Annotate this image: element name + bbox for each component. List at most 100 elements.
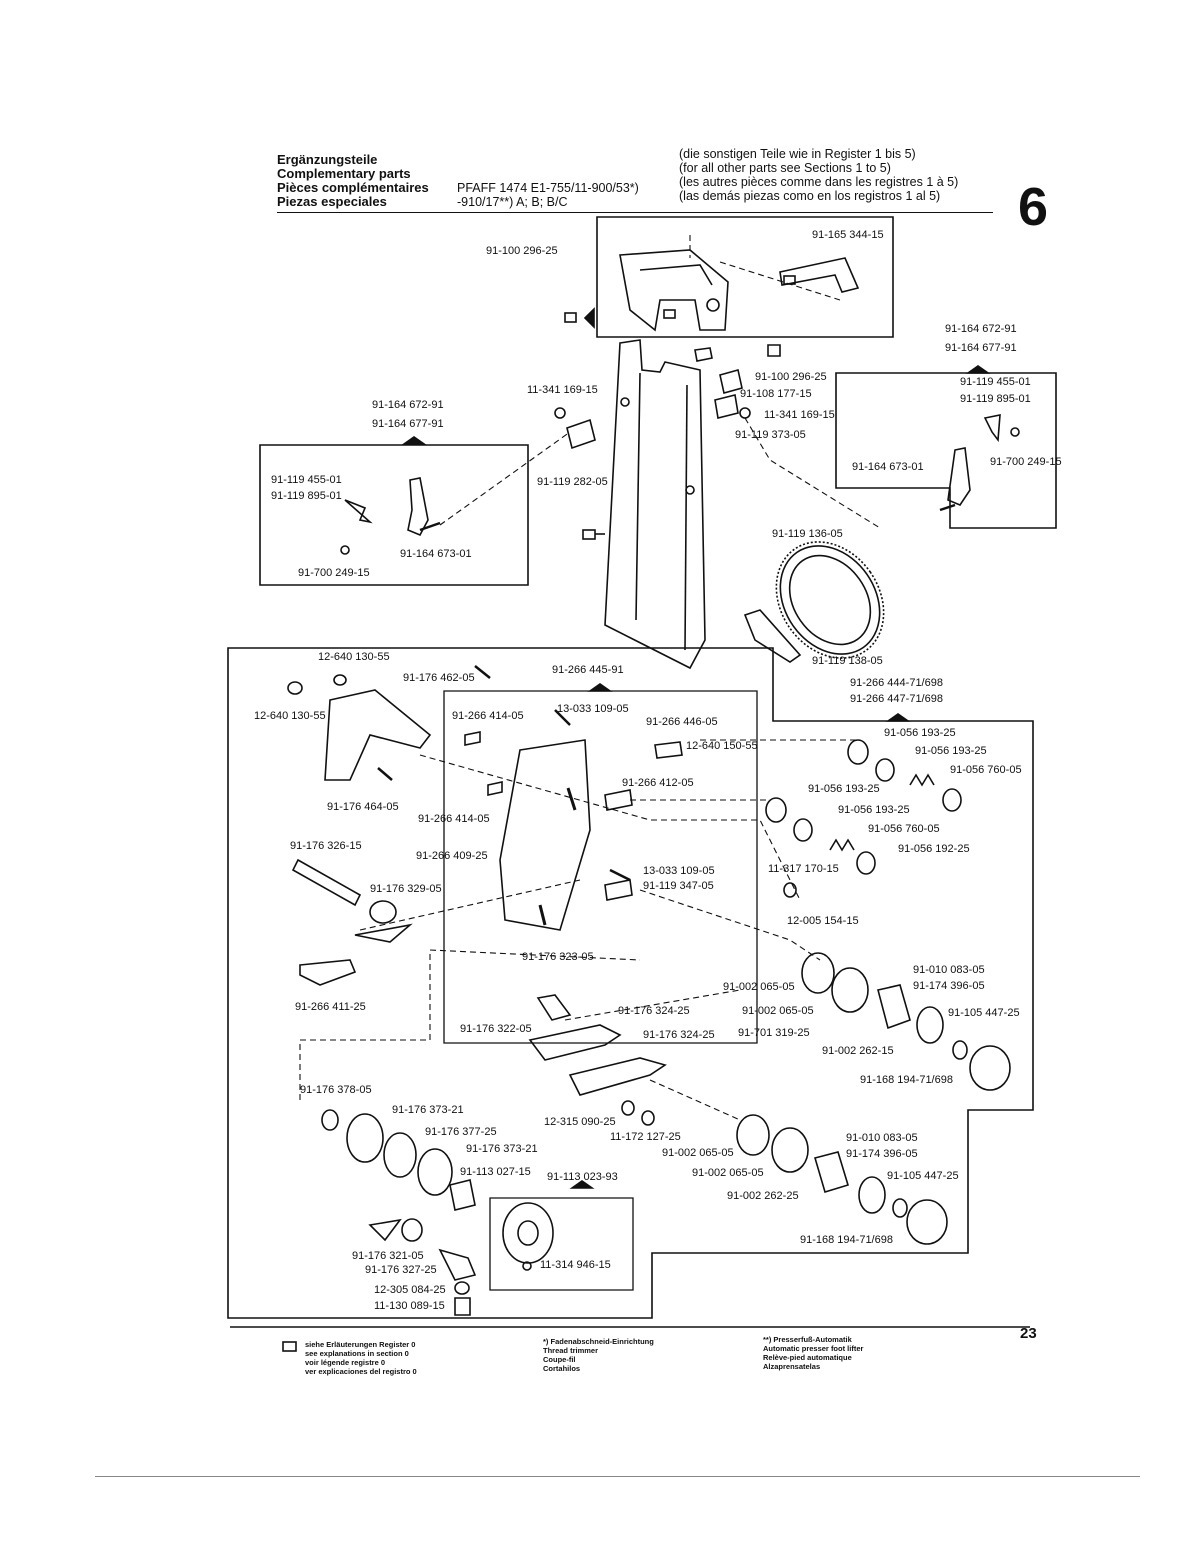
screw-bottom (454, 1297, 471, 1316)
part-number-label: 91-119 895-01 (271, 490, 342, 502)
tension-nut (969, 1045, 1011, 1091)
retaining-ring-1 (287, 681, 303, 695)
part-number-label: 91-056 760-05 (868, 823, 940, 835)
spring-2 (829, 838, 855, 852)
pin-2 (377, 767, 393, 781)
part-number-label: 91-701 319-25 (738, 1027, 810, 1039)
bell-crank (324, 689, 432, 781)
left-inset-pointer (401, 436, 427, 445)
thread-guide-1 (528, 1024, 622, 1061)
slot-1 (566, 787, 577, 811)
retaining-ring-2 (333, 674, 347, 686)
washer-2 (875, 758, 895, 782)
bolt-b (604, 789, 633, 811)
part-number-label: 13-033 109-05 (557, 703, 629, 715)
part-number-label: 91-105 447-25 (948, 1007, 1020, 1019)
part-number-label: 91-002 065-05 (723, 981, 795, 993)
washer-1 (847, 739, 869, 765)
part-number-label: 91-266 445-91 (552, 664, 624, 676)
note-en: (for all other parts see Sections 1 to 5… (679, 161, 891, 175)
right-lever-pin (939, 503, 956, 512)
part-number-label: 91-174 396-05 (913, 980, 985, 992)
header-titles: Ergänzungsteile Complementary parts Pièc… (277, 153, 429, 209)
right-lever (947, 447, 971, 506)
bracket-pointer (587, 683, 613, 692)
part-number-label: 91-266 414-05 (452, 710, 524, 722)
tension-nut-2 (906, 1199, 948, 1245)
part-number-label: 91-176 324-25 (618, 1005, 690, 1017)
part-number-label: 11-130 089-15 (374, 1300, 445, 1312)
gear-bracket (743, 609, 802, 663)
bracket-detail (639, 264, 713, 286)
part-number-label: 91-176 377-25 (425, 1126, 497, 1138)
section-number: 6 (1018, 177, 1049, 237)
disc-1 (801, 952, 835, 994)
slide-plate (499, 739, 591, 931)
lifter-line: Automatic presser foot lifter (763, 1344, 864, 1353)
top-ref-square (564, 312, 577, 323)
trimmer-line: Cortahilos (543, 1364, 581, 1373)
part-number-label: 91-700 249-15 (298, 567, 370, 579)
screw-1 (694, 347, 713, 362)
part-number-label: 91-002 262-25 (727, 1190, 799, 1202)
part-number-label: 91-113 023-93 (547, 1171, 618, 1183)
pin-c (554, 709, 571, 726)
part-number-label: 91-056 192-25 (898, 843, 970, 855)
legend-line: see explanations in section 0 (305, 1349, 409, 1358)
part-number-label: 91-119 136-05 (772, 528, 843, 540)
part-number-label: 91-176 373-21 (466, 1143, 538, 1155)
tension-sleeve (877, 984, 911, 1030)
part-number-label: 12-005 154-15 (787, 915, 859, 927)
washer-5 (793, 818, 813, 842)
part-number-label: 91-176 464-05 (327, 801, 399, 813)
part-number-label: 91-002 065-05 (742, 1005, 814, 1017)
bracket-hole (706, 298, 720, 312)
part-number-label: 91-056 193-25 (884, 727, 956, 739)
part-number-label: 12-305 084-25 (374, 1284, 446, 1296)
left-dash (439, 431, 571, 526)
guide-washer (621, 1100, 635, 1116)
top-arrow (583, 307, 595, 329)
part-number-label: 91-010 083-05 (913, 964, 985, 976)
note-de: (die sonstigen Teile wie in Register 1 b… (679, 147, 916, 161)
trimmer-line: Coupe-fil (543, 1355, 576, 1364)
part-number-label: 91-700 249-15 (990, 456, 1062, 468)
part-number-label: 91-266 414-05 (418, 813, 490, 825)
part-number-label: 91-266 447-71/698 (850, 693, 943, 705)
part-number-label: 91-266 409-25 (416, 850, 488, 862)
main-plate (604, 339, 706, 670)
left-spring (344, 499, 373, 524)
part-number-label: 91-168 194-71/698 (860, 1074, 953, 1086)
part-number-label: 91-119 347-05 (643, 880, 714, 892)
legend-square (282, 1341, 297, 1352)
shaft (291, 858, 362, 907)
washer-6 (856, 851, 876, 875)
bolt-a (654, 741, 683, 759)
gear-teeth (775, 541, 885, 659)
lever-small-2 (438, 1248, 477, 1281)
part-number-label: 91-119 455-01 (271, 474, 342, 486)
knob-screw (522, 1261, 532, 1271)
part-number-label: 91-176 323-05 (522, 951, 594, 963)
model-designation: PFAFF 1474 E1-755/11-900/53*) -910/17**)… (457, 181, 639, 209)
part-number-label: 91-176 321-05 (352, 1250, 424, 1262)
tension-sleeve-2 (813, 1151, 849, 1194)
gear-ring-inner (788, 554, 872, 646)
pin-1 (474, 665, 491, 679)
part-number-label: 11-317 170-15 (768, 863, 839, 875)
disc-2 (831, 967, 869, 1013)
knob-inset-box (489, 1197, 634, 1291)
model-line-2: -910/17**) A; B; B/C (457, 195, 568, 209)
torsion-spring (369, 900, 397, 924)
part-number-label: 12-315 090-25 (544, 1116, 616, 1128)
part-number-label: 91-056 193-25 (838, 804, 910, 816)
top-dash (689, 235, 841, 301)
tension-spring-2 (858, 1176, 886, 1214)
bushing-2 (566, 418, 596, 450)
part-number-label: 91-002 065-05 (692, 1167, 764, 1179)
part-number-label: 91-174 396-05 (846, 1148, 918, 1160)
small-screw (554, 407, 566, 419)
pin-b (487, 781, 503, 796)
plate-hole-2 (685, 485, 695, 495)
